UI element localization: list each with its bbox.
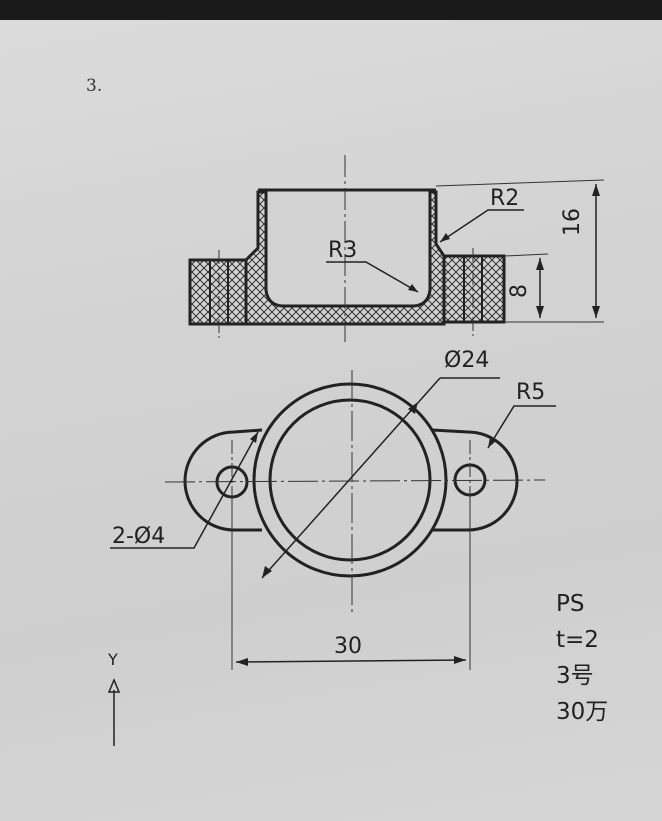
quantity-note: 30万 xyxy=(556,699,609,725)
outer-circle xyxy=(252,382,448,578)
right-flange-section xyxy=(442,254,506,324)
r5-leader xyxy=(487,405,556,449)
r3-leader xyxy=(326,261,419,293)
dim-r3-label: R3 xyxy=(328,238,358,263)
dim-dia24-label: Ø24 xyxy=(444,348,490,373)
section-view xyxy=(188,155,605,345)
dim-16-label: 16 xyxy=(560,208,585,236)
r3-arrow xyxy=(408,284,418,292)
scan-top-edge xyxy=(0,0,662,20)
part-notes: PS t=2 3号 30万 xyxy=(556,586,608,730)
left-tab-outline xyxy=(183,428,263,532)
dim-r2-label: R2 xyxy=(490,186,520,211)
dia24-leader xyxy=(261,377,441,579)
r2-leader xyxy=(439,209,524,243)
extension-line xyxy=(435,179,605,187)
dim-line-30 xyxy=(235,659,467,663)
cup-cavity xyxy=(264,192,432,308)
inner-circle xyxy=(268,398,432,562)
right-tab-outline xyxy=(431,428,519,532)
problem-number: 3. xyxy=(86,76,103,96)
holes-leader xyxy=(110,431,259,549)
dim-holes-label: 2-Ø4 xyxy=(112,524,166,549)
material-note: PS xyxy=(556,591,585,617)
thickness-note: t=2 xyxy=(556,627,599,653)
r5-arrow xyxy=(488,437,496,448)
y-axis-arrowhead xyxy=(107,678,121,693)
mold-size-note: 3号 xyxy=(556,663,594,689)
dim-arrows-8 xyxy=(536,258,544,318)
y-axis-label: Y xyxy=(108,650,118,669)
y-axis xyxy=(107,678,121,746)
dim-r5-label: R5 xyxy=(516,380,546,405)
r2-arrow xyxy=(440,233,450,242)
dim-8-label: 8 xyxy=(507,284,532,298)
dim-30-label: 30 xyxy=(334,634,362,659)
extension-line xyxy=(503,253,549,257)
left-flange-section xyxy=(188,258,248,326)
holes-arrow xyxy=(250,432,258,443)
top-view xyxy=(110,370,556,670)
top-view-h-centerline xyxy=(164,479,546,483)
